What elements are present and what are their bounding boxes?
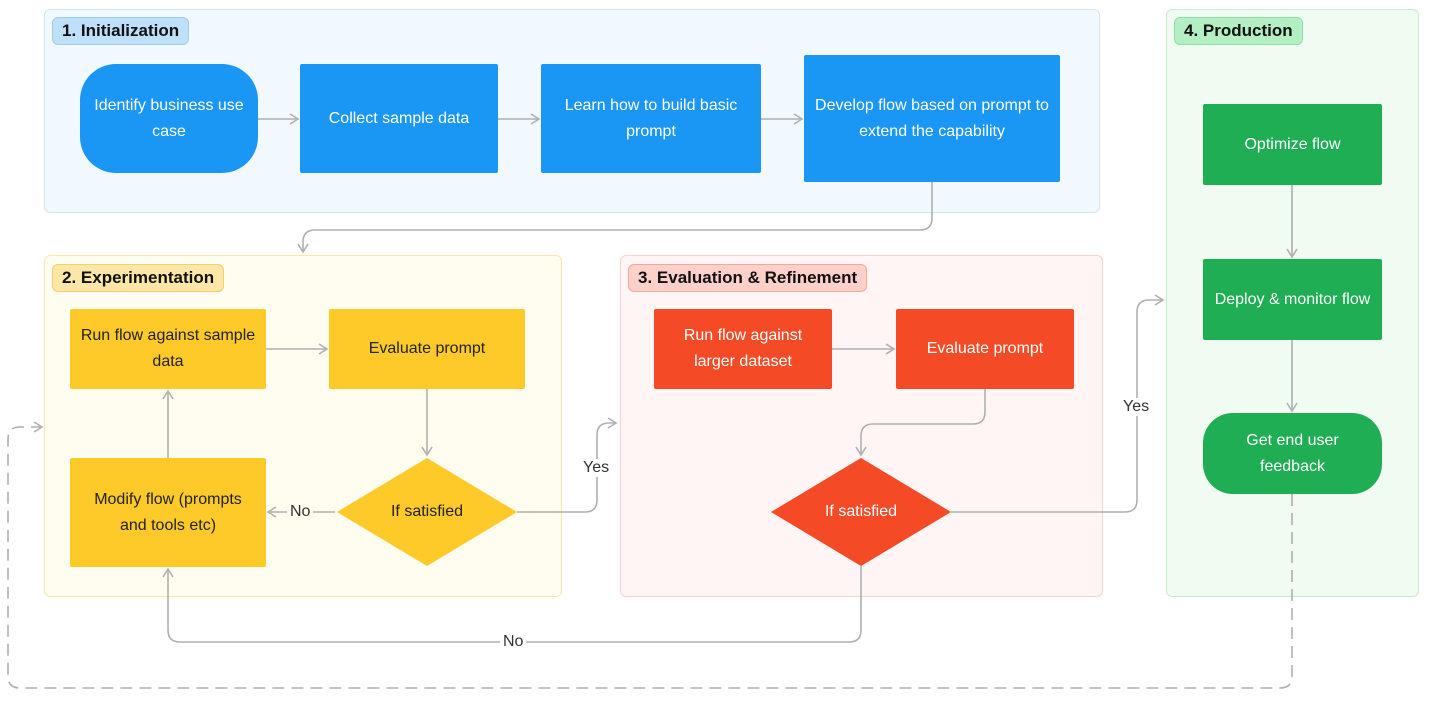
edge-label-no-2: No — [500, 633, 527, 651]
node-evaluate1-label: Evaluate prompt — [368, 340, 486, 357]
node-deploy-label: Deploy & monitor flow — [1214, 290, 1371, 308]
node-identify-label: Identify business use case — [94, 96, 244, 140]
node-user-feedback: Get end user feedback — [1203, 413, 1382, 494]
edge-feedback-loop — [7, 421, 1293, 689]
node-evaluate2-label: Evaluate prompt — [926, 340, 1044, 357]
node-deploy-monitor: Deploy & monitor flow — [1203, 259, 1382, 340]
edge-satisfied2-modify — [162, 566, 862, 643]
node-learn-label: Learn how to build basic prompt — [564, 96, 738, 140]
node-collect-label: Collect sample data — [328, 109, 470, 127]
node-identify-use-case: Identify business use case — [80, 64, 258, 173]
node-run-sample-label: Run flow against sample data — [80, 327, 256, 370]
node-develop-flow: Develop flow based on prompt to extend t… — [804, 55, 1060, 182]
decision-diamond-1 — [337, 458, 517, 566]
node-run-larger-label: Run flow against larger dataset — [683, 327, 803, 370]
node-develop-label: Develop flow based on prompt to extend t… — [815, 96, 1049, 140]
node-modify-label: Modify flow (prompts and tools etc) — [94, 490, 242, 534]
node-learn-prompt: Learn how to build basic prompt — [541, 64, 761, 173]
node-modify-flow: Modify flow (prompts and tools etc) — [70, 458, 266, 567]
node-optimize-label: Optimize flow — [1244, 135, 1341, 153]
decision-satisfied-2: If satisfied — [824, 503, 898, 520]
initialization-title: 1. Initialization — [52, 17, 190, 45]
edge-label-no-1: No — [287, 503, 314, 521]
edge-label-yes-1: Yes — [580, 459, 613, 477]
decision-satisfied-1: If satisfied — [390, 503, 464, 520]
node-evaluate-prompt-2: Evaluate prompt — [896, 309, 1074, 389]
node-run-larger: Run flow against larger dataset — [654, 309, 832, 389]
node-collect-sample-data: Collect sample data — [300, 64, 498, 173]
evaluation-title: 3. Evaluation & Refinement — [628, 264, 868, 292]
node-run-sample: Run flow against sample data — [70, 309, 266, 389]
decision-diamond-2 — [771, 458, 951, 566]
node-feedback-label: Get end user feedback — [1246, 431, 1339, 475]
node-optimize-flow: Optimize flow — [1203, 104, 1382, 185]
edge-evaluate2-satisfied2 — [855, 389, 986, 457]
edge-label-yes-2: Yes — [1120, 398, 1153, 416]
production-title: 4. Production — [1174, 17, 1303, 45]
experimentation-title: 2. Experimentation — [52, 264, 225, 292]
edge-develop-experimentation — [297, 182, 933, 254]
node-evaluate-prompt-1: Evaluate prompt — [329, 309, 525, 389]
